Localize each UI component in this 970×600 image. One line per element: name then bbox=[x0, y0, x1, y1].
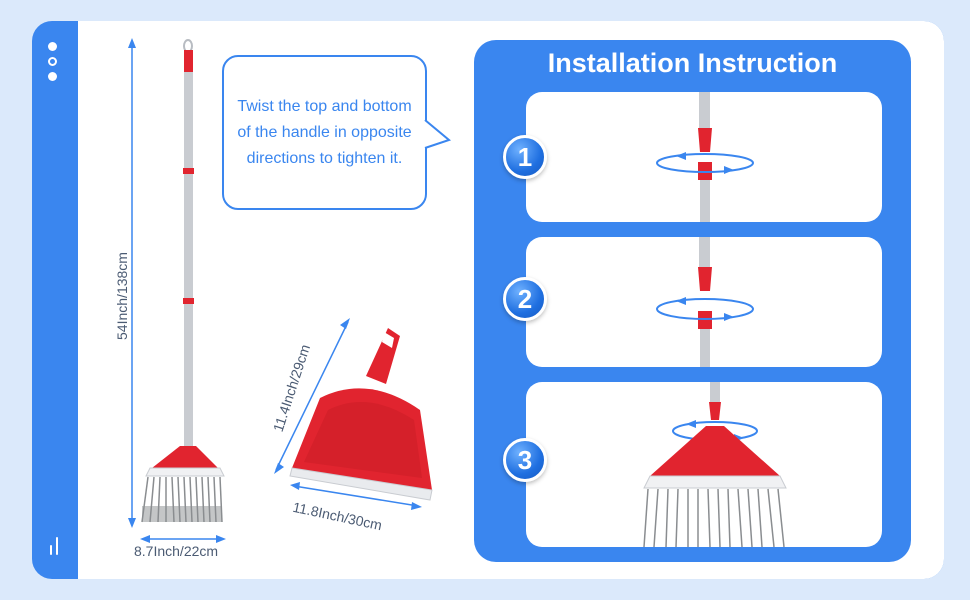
installation-panel: Installation Instruction 1 2 bbox=[474, 40, 911, 562]
broom-width-label: 8.7Inch/22cm bbox=[134, 543, 219, 559]
step-number-3: 3 bbox=[503, 438, 547, 482]
step-number-1: 1 bbox=[503, 135, 547, 179]
step-card-2 bbox=[526, 237, 882, 367]
callout-pointer bbox=[424, 119, 452, 149]
handle-twist-illustration bbox=[656, 92, 754, 222]
broom-head-illustration bbox=[643, 382, 787, 547]
dustpan-illustration bbox=[274, 318, 433, 510]
side-dots bbox=[48, 42, 60, 87]
broom-height-label: 54Inch/138cm bbox=[113, 252, 130, 340]
step-card-1 bbox=[526, 92, 882, 222]
dot-indicator[interactable] bbox=[48, 57, 57, 66]
step-card-3 bbox=[526, 382, 882, 547]
dot-indicator[interactable] bbox=[48, 42, 57, 51]
bars-icon bbox=[48, 537, 62, 555]
callout-bubble: Twist the top and bottom of the handle i… bbox=[222, 55, 427, 210]
dot-indicator[interactable] bbox=[48, 72, 57, 81]
step-number-2: 2 bbox=[503, 277, 547, 321]
broom-illustration bbox=[128, 38, 226, 543]
installation-title: Installation Instruction bbox=[547, 48, 838, 78]
handle-twist-illustration bbox=[656, 237, 754, 367]
callout-text: Twist the top and bottom of the handle i… bbox=[237, 97, 412, 167]
